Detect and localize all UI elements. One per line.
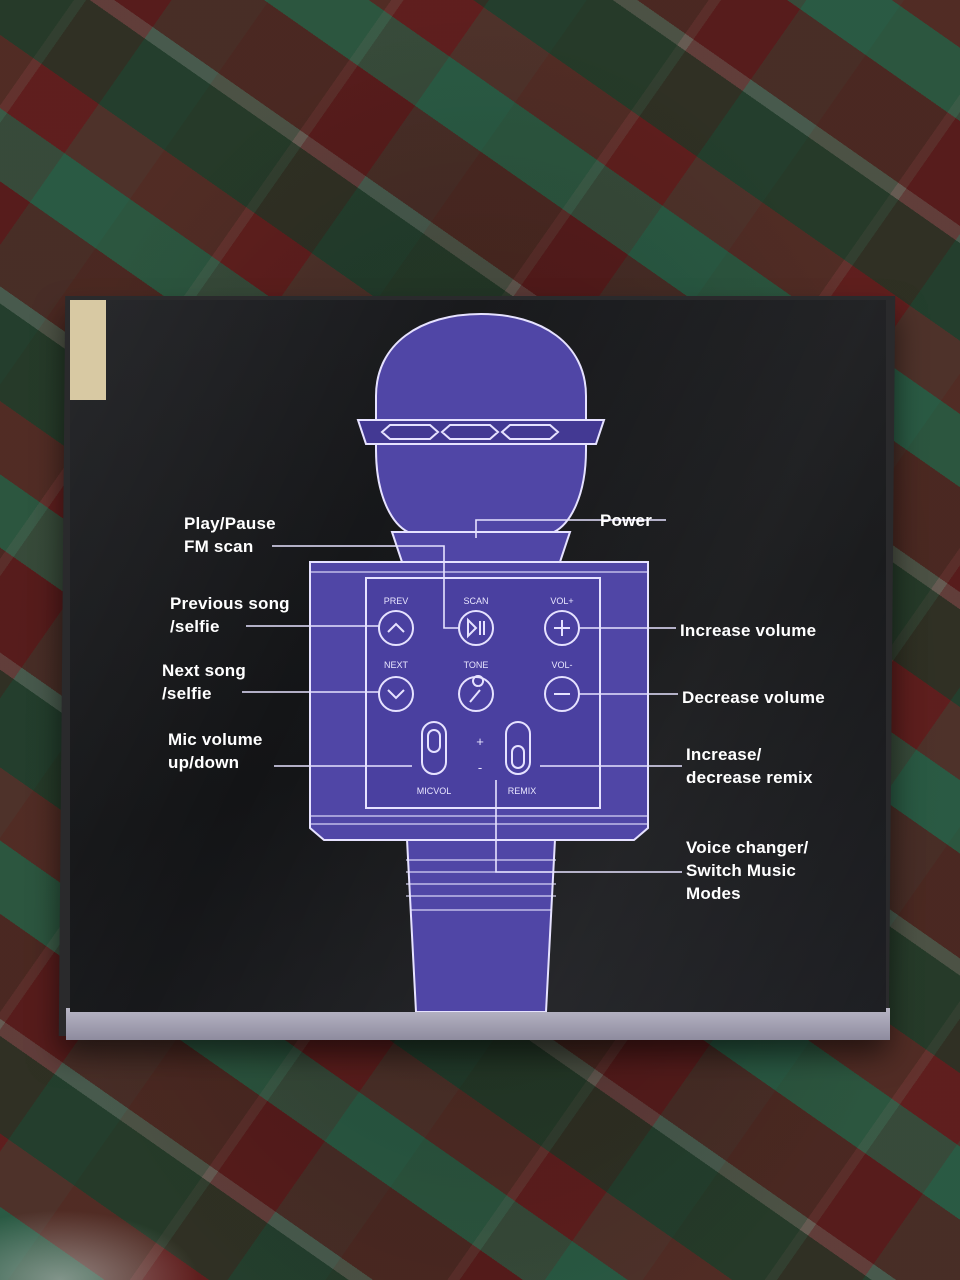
fabric-corner [0,1210,200,1280]
next-caption: NEXT [384,660,409,670]
leader-lines [242,519,682,873]
decrease-volume-label: Decrease volume [682,688,825,707]
play-pause-label: Play/Pause FM scan [184,514,276,556]
prev-button [378,610,414,646]
micvol-caption: MICVOL [417,786,452,796]
previous-song-label: Previous song /selfie [170,594,290,636]
remix-label: Increase/ decrease remix [686,745,813,787]
next-button [378,676,414,712]
mic-body-inner [365,577,601,809]
minus-caption: - [478,760,482,775]
tone-caption: TONE [464,660,489,670]
increase-volume-label: Increase volume [680,621,817,640]
vol-minus-caption: VOL- [551,660,572,670]
voice-changer-label: Voice changer/ Switch Music Modes [686,838,809,903]
remix-caption: REMIX [508,786,537,796]
box-bottom-edge [66,1008,890,1040]
vol-plus-caption: VOL+ [550,596,573,606]
micvol-slider [421,721,447,775]
microphone-illustration: PREV SCAN VOL+ NEXT TONE VOL- MICVOL REM… [242,312,682,1012]
prev-caption: PREV [384,596,409,606]
mic-volume-label: Mic volume up/down [168,730,263,772]
mic-neck [390,531,572,563]
plus-caption: + [476,734,484,749]
box-flap [70,300,106,400]
led-band [356,419,606,445]
power-label: Power [600,511,653,530]
remix-slider [505,721,531,775]
scan-caption: SCAN [463,596,488,606]
next-song-label: Next song /selfie [162,661,246,703]
mic-handle [404,819,558,1012]
